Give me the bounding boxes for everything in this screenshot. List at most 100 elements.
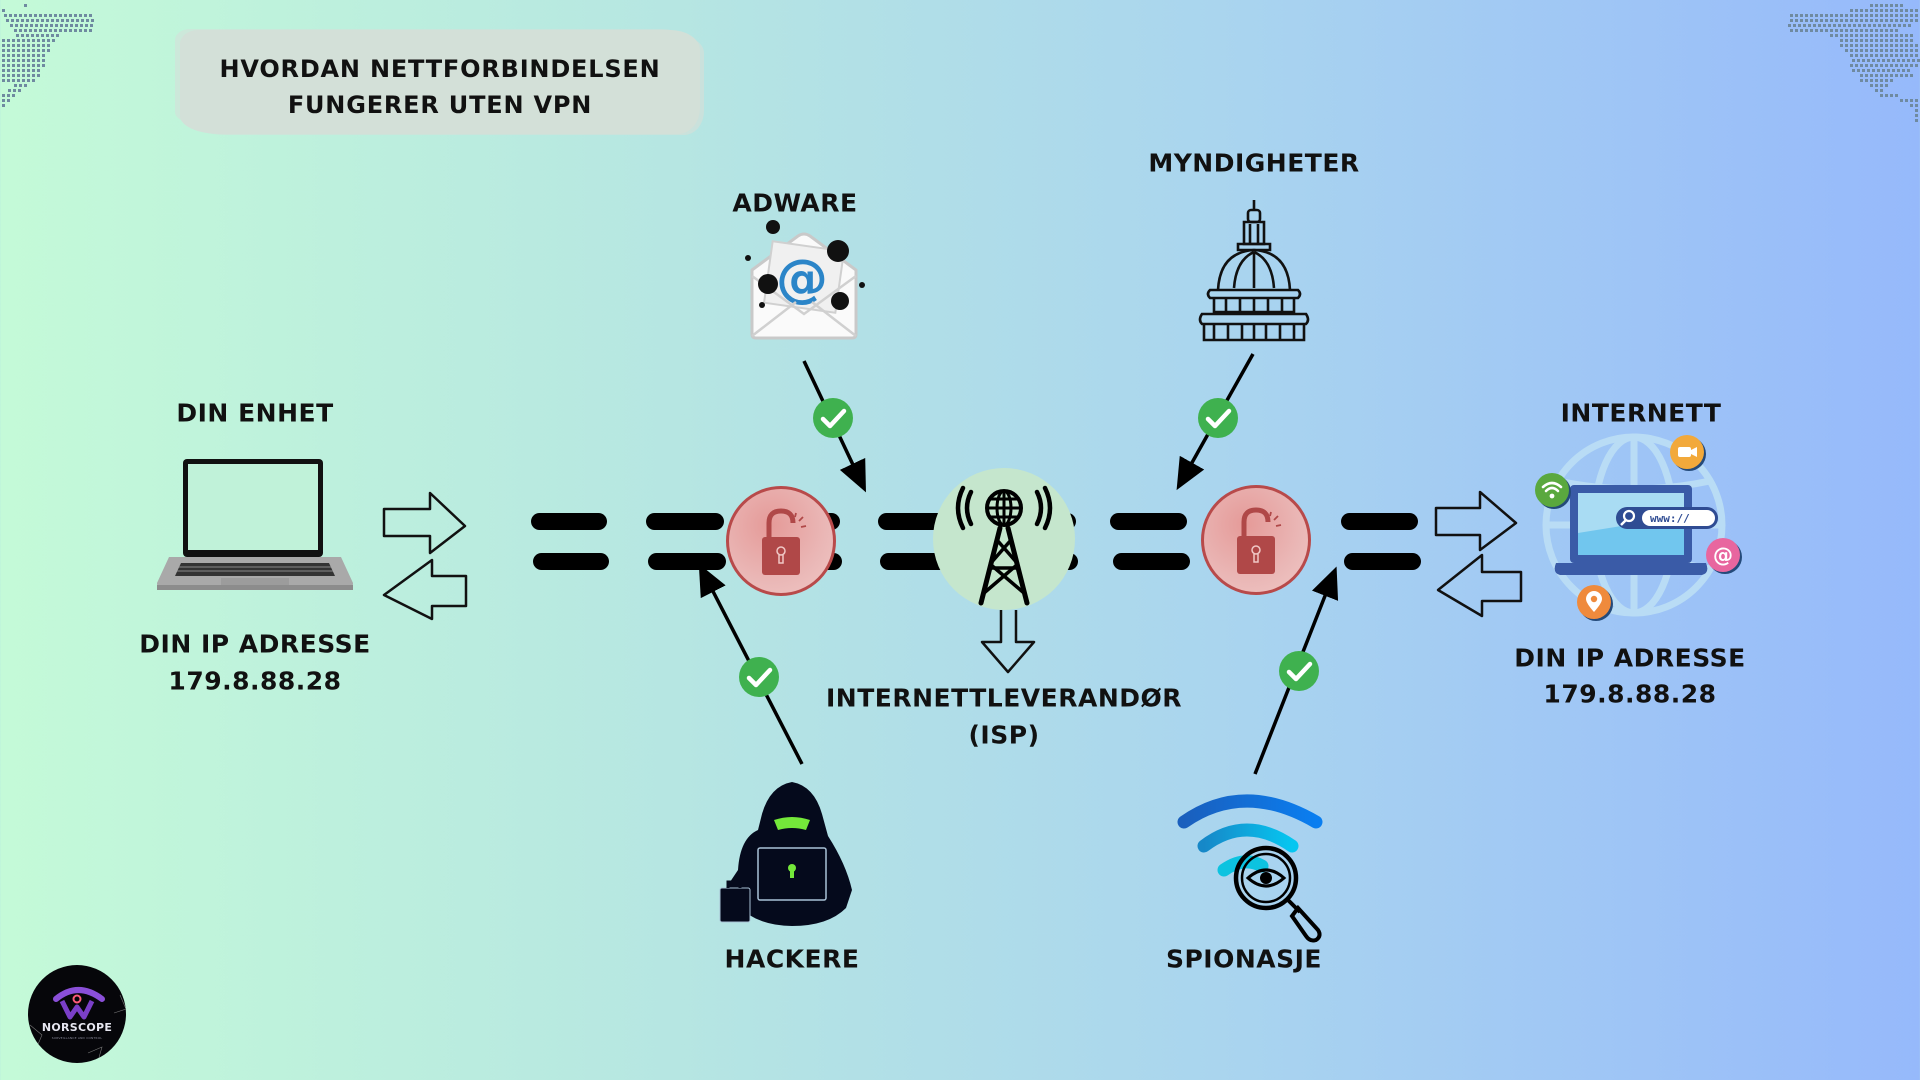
map-dot bbox=[37, 74, 40, 77]
map-dot bbox=[1790, 14, 1793, 17]
map-dot bbox=[1840, 29, 1843, 32]
map-dot bbox=[36, 19, 39, 22]
map-dot bbox=[1895, 94, 1898, 97]
map-dot bbox=[1868, 24, 1871, 27]
map-dot bbox=[1880, 4, 1883, 7]
espionage-label: SPIONASJE bbox=[1165, 944, 1323, 974]
map-dot bbox=[1905, 44, 1908, 47]
map-dot bbox=[64, 14, 67, 17]
map-dot bbox=[1900, 39, 1903, 42]
map-dot bbox=[1865, 74, 1868, 77]
map-dot bbox=[14, 84, 17, 87]
map-dot bbox=[1885, 64, 1888, 67]
map-dot bbox=[1880, 84, 1883, 87]
map-dot bbox=[17, 69, 20, 72]
map-dot bbox=[1840, 14, 1843, 17]
map-dot bbox=[1793, 24, 1796, 27]
title-line-1: HVORDAN NETTFORBINDELSEN bbox=[219, 55, 661, 83]
map-dot bbox=[1885, 19, 1888, 22]
map-dot bbox=[47, 44, 50, 47]
map-dot bbox=[12, 49, 15, 52]
map-dot bbox=[59, 29, 62, 32]
map-dot bbox=[1890, 64, 1893, 67]
map-dot bbox=[1867, 69, 1870, 72]
map-dot bbox=[21, 34, 24, 37]
svg-text:@: @ bbox=[1713, 543, 1733, 567]
map-dot bbox=[1875, 54, 1878, 57]
map-dot bbox=[1875, 19, 1878, 22]
map-dot bbox=[1810, 19, 1813, 22]
map-dot bbox=[17, 39, 20, 42]
map-dot bbox=[29, 14, 32, 17]
map-dot bbox=[22, 69, 25, 72]
map-dot bbox=[6, 19, 9, 22]
map-dot bbox=[27, 69, 30, 72]
map-dot bbox=[1800, 29, 1803, 32]
map-dot bbox=[2, 54, 5, 57]
map-dot bbox=[44, 29, 47, 32]
map-dot bbox=[1843, 24, 1846, 27]
map-dot bbox=[50, 24, 53, 27]
map-dot bbox=[1790, 19, 1793, 22]
map-dot bbox=[17, 49, 20, 52]
map-dot bbox=[2, 44, 5, 47]
map-dot bbox=[29, 29, 32, 32]
map-dot bbox=[1890, 4, 1893, 7]
map-dot bbox=[1910, 39, 1913, 42]
map-dot bbox=[1870, 49, 1873, 52]
wifi-icon bbox=[1535, 473, 1569, 507]
map-dot bbox=[1810, 14, 1813, 17]
logo-tagline: SURVEILLANCE AND CONTROL bbox=[51, 1036, 103, 1040]
map-dot bbox=[1915, 99, 1918, 102]
map-dot bbox=[1830, 34, 1833, 37]
map-dot bbox=[2, 39, 5, 42]
map-dot bbox=[22, 39, 25, 42]
map-dot bbox=[1907, 69, 1910, 72]
map-dot bbox=[1830, 14, 1833, 17]
map-dot bbox=[7, 79, 10, 82]
map-dot bbox=[1880, 19, 1883, 22]
map-dot bbox=[1860, 34, 1863, 37]
map-dot bbox=[1845, 14, 1848, 17]
map-dot bbox=[24, 84, 27, 87]
arrow-right-icon bbox=[382, 491, 467, 555]
map-dot bbox=[1865, 79, 1868, 82]
map-dot bbox=[1865, 29, 1868, 32]
map-dot bbox=[1872, 59, 1875, 62]
map-dot bbox=[1870, 74, 1873, 77]
map-dot bbox=[1905, 34, 1908, 37]
map-dot bbox=[1808, 24, 1811, 27]
map-dot bbox=[1862, 69, 1865, 72]
map-dot bbox=[27, 64, 30, 67]
map-dot bbox=[1892, 59, 1895, 62]
map-dot bbox=[1850, 29, 1853, 32]
map-dot bbox=[1820, 14, 1823, 17]
map-dot bbox=[1855, 44, 1858, 47]
map-dot bbox=[16, 34, 19, 37]
map-dot bbox=[16, 19, 19, 22]
unlocked-padlock-icon bbox=[1237, 507, 1282, 574]
map-dot bbox=[1865, 19, 1868, 22]
map-dot bbox=[1850, 34, 1853, 37]
dash bbox=[533, 553, 609, 570]
map-dot bbox=[1905, 9, 1908, 12]
map-dot bbox=[52, 39, 55, 42]
map-dot bbox=[1865, 14, 1868, 17]
map-dot bbox=[1870, 9, 1873, 12]
map-dot bbox=[1860, 74, 1863, 77]
unlocked-padlock-icon bbox=[762, 508, 807, 575]
infected-email-icon: @ bbox=[745, 220, 865, 340]
map-dot bbox=[1795, 19, 1798, 22]
map-dot bbox=[1835, 14, 1838, 17]
map-dot bbox=[1880, 89, 1883, 92]
map-dot bbox=[2, 99, 5, 102]
map-dot bbox=[1845, 39, 1848, 42]
dash bbox=[1110, 513, 1187, 530]
map-dot bbox=[1860, 49, 1863, 52]
unlocked-padlock-1 bbox=[726, 486, 836, 596]
map-dot bbox=[1860, 19, 1863, 22]
map-dot bbox=[1900, 74, 1903, 77]
map-dot bbox=[1910, 19, 1913, 22]
map-dot bbox=[7, 64, 10, 67]
map-dot bbox=[7, 39, 10, 42]
